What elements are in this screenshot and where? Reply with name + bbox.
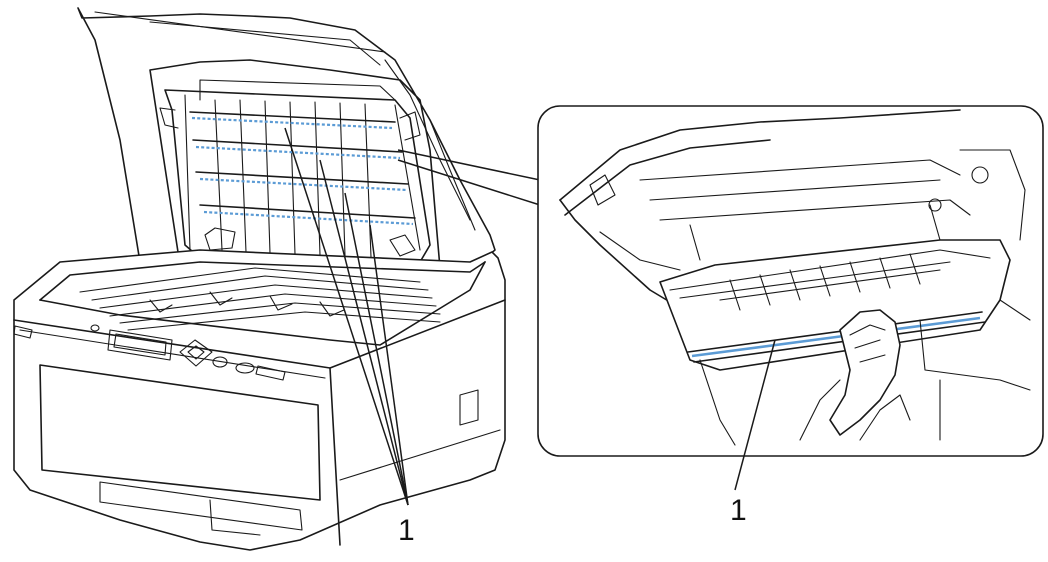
corona-wires-printer (189, 111, 416, 226)
printer-callout-leaders (284, 127, 409, 506)
detail-callout-leader (734, 339, 776, 491)
panel-button-2 (235, 362, 255, 374)
front-door (39, 364, 321, 501)
callout-label-detail: 1 (730, 494, 747, 527)
printer-body (13, 249, 506, 551)
corona-wire-4 (203, 210, 414, 226)
drum-frame (164, 89, 431, 263)
power-switch (459, 389, 479, 426)
lcd-display (107, 329, 173, 361)
detail-grid (719, 253, 941, 311)
frame-ribs (214, 99, 372, 258)
zoom-connector-bottom (397, 159, 541, 206)
zoom-connector-top (397, 149, 541, 181)
corona-wire-2 (195, 145, 401, 160)
printer-illustration (13, 7, 506, 551)
dpad-button (179, 339, 213, 367)
detail-inset (537, 105, 1044, 457)
corona-wire-1 (191, 116, 393, 130)
corona-wire-3 (199, 177, 408, 192)
panel-button-1 (212, 356, 228, 368)
callout-label-printer: 1 (398, 514, 415, 547)
control-panel (13, 324, 286, 381)
detail-corona-wire (691, 316, 981, 358)
paper-tray (99, 481, 303, 531)
hand-with-cloth (829, 309, 901, 436)
panel-button-3 (255, 365, 286, 381)
